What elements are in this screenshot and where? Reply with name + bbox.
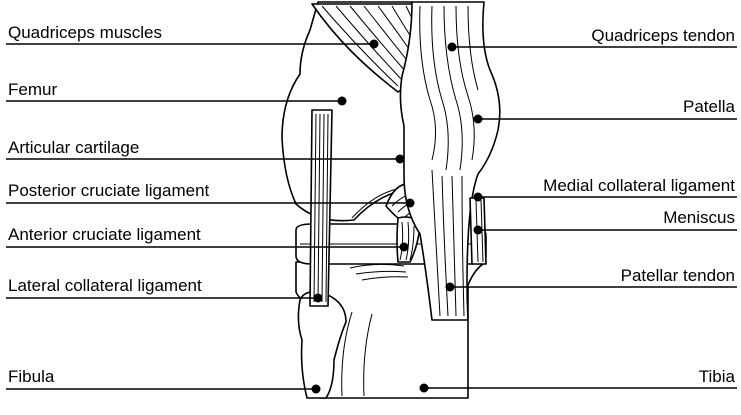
anterior-cruciate-ligament-label: Anterior cruciate ligament: [8, 225, 201, 244]
medial-collateral-ligament-label: Medial collateral ligament: [543, 176, 735, 195]
label-quadriceps-tendon: Quadriceps tendon: [448, 26, 738, 52]
patellar-tendon-label: Patellar tendon: [621, 266, 735, 285]
lateral-collateral-ligament-shape: [310, 110, 332, 306]
label-fibula: Fibula: [6, 367, 321, 394]
tibia-label: Tibia: [699, 367, 736, 386]
label-medial-collateral-ligament: Medial collateral ligament: [474, 176, 738, 202]
meniscus-label: Meniscus: [663, 208, 735, 227]
label-patellar-tendon: Patellar tendon: [446, 266, 738, 292]
femur-label: Femur: [8, 80, 57, 99]
label-meniscus: Meniscus: [474, 208, 738, 235]
label-patella: Patella: [474, 97, 738, 124]
label-lateral-collateral-ligament: Lateral collateral ligament: [6, 276, 323, 303]
posterior-cruciate-ligament-label: Posterior cruciate ligament: [8, 181, 210, 200]
lateral-collateral-ligament-label: Lateral collateral ligament: [8, 276, 202, 295]
patella-label: Patella: [683, 97, 736, 116]
quadriceps-muscles-label: Quadriceps muscles: [8, 23, 162, 42]
fibula-label: Fibula: [8, 367, 55, 386]
articular-cartilage-label: Articular cartilage: [8, 138, 139, 157]
quadriceps-tendon-label: Quadriceps tendon: [591, 26, 735, 45]
knee-drawing: [282, 2, 500, 398]
